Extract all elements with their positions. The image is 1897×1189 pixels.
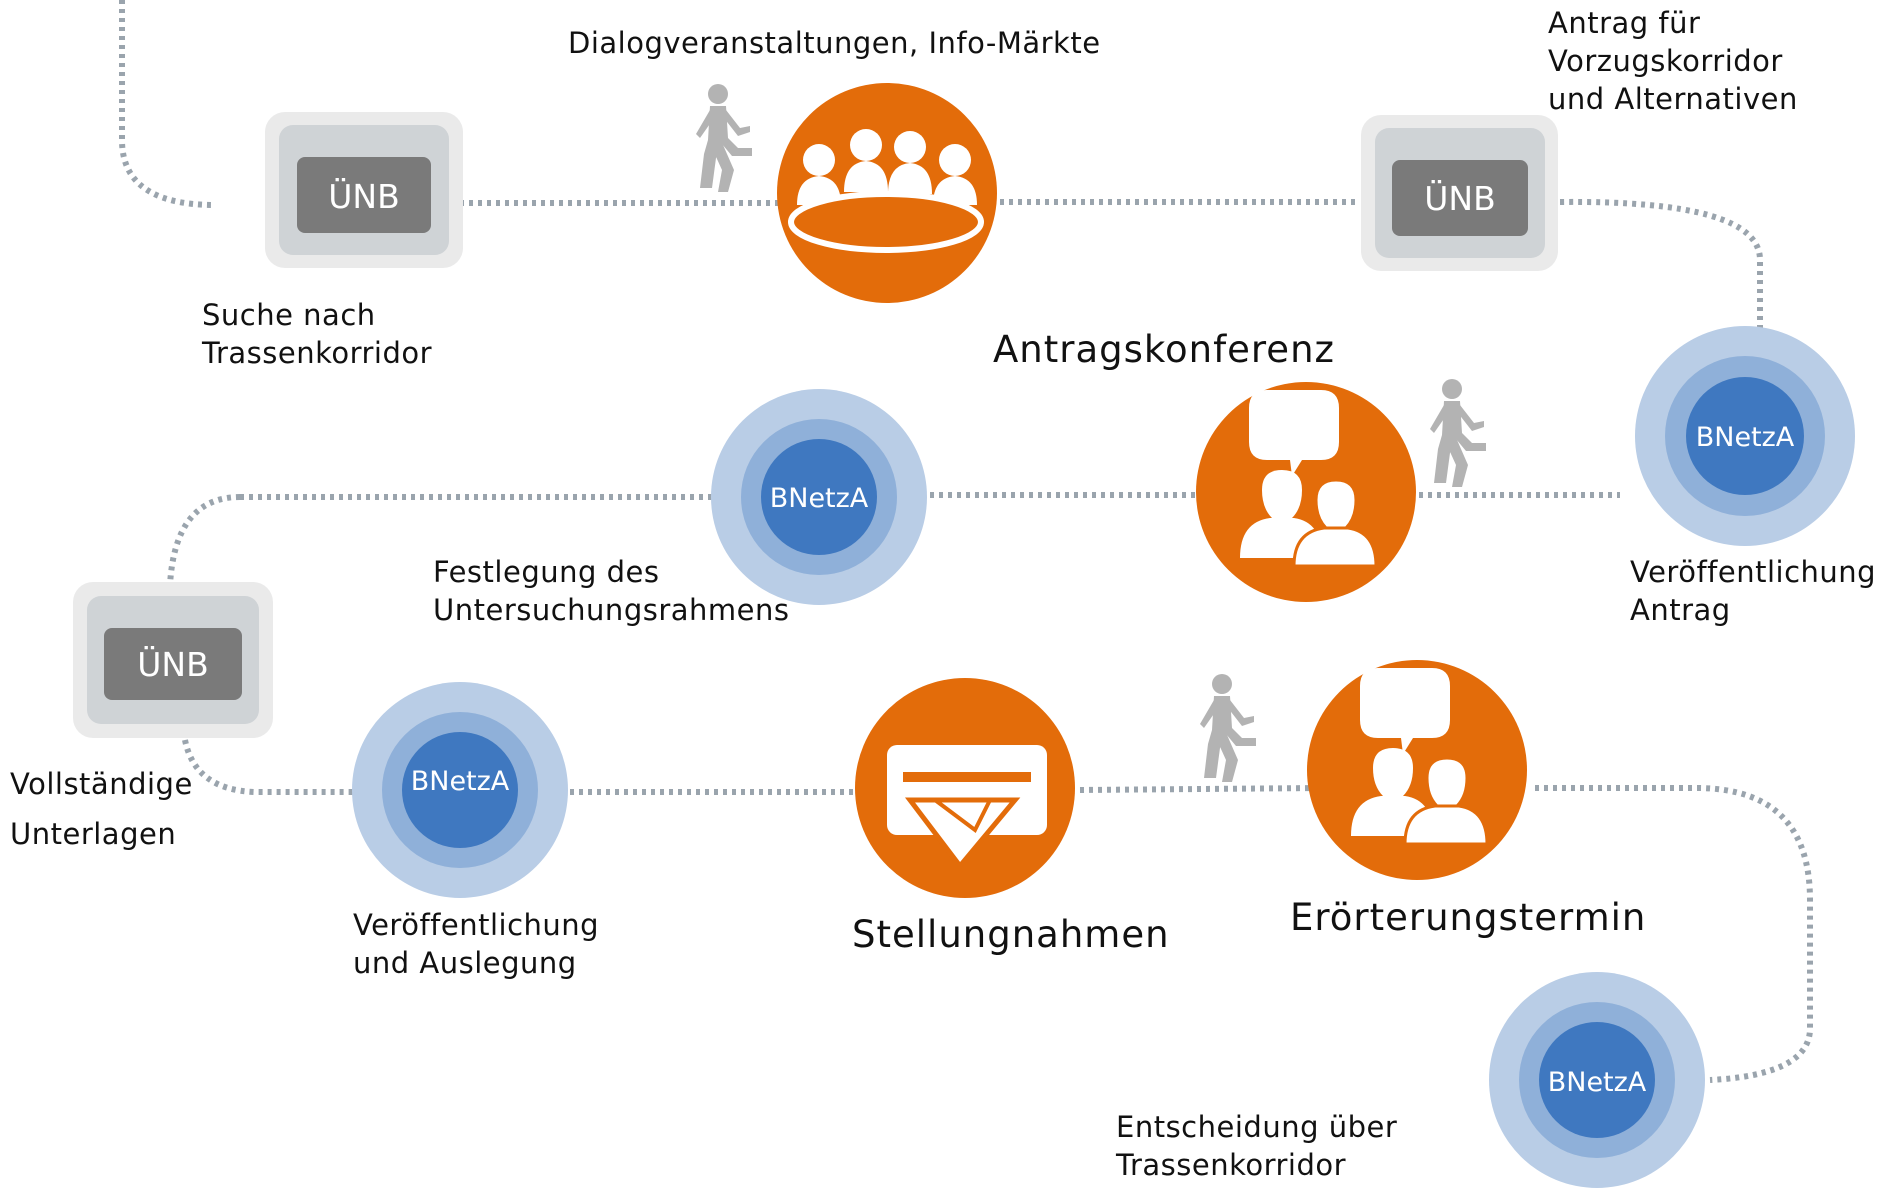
vollstaendige-label-line2: Unterlagen [10,817,177,851]
meeting-table-icon [777,83,997,303]
veroeffentlichung-antrag-line1: Veröffentlichung [1630,555,1877,589]
bnetza-node: BNetzA [352,682,568,898]
process-path [119,0,1813,1083]
uenb-label: ÜNB [328,176,399,216]
bnetza-label: BNetzA [411,766,510,797]
vollstaendige-label-line1: Vollständige [10,767,193,801]
discussion-icon [1196,382,1416,602]
bnetza-label: BNetzA [770,483,869,514]
path-segment [1535,785,1813,1083]
bnetza-node: BNetzA [1635,326,1855,546]
bnetza-node: BNetzA [1489,972,1705,1188]
entscheidung-label-line2: Trassenkorridor [1116,1148,1347,1182]
suche-label-line1: Suche nach [202,298,376,332]
dialog-label: Dialogveranstaltungen, Info-Märkte [568,26,1101,60]
path-segment [167,494,241,586]
veroeffentlichung-auslegung-line2: und Auslegung [353,946,577,980]
bnetza-node: BNetzA [711,389,927,605]
antrag-label-line3: und Alternativen [1548,82,1798,116]
antragskonferenz-title: Antragskonferenz [993,328,1335,371]
path-segment [182,739,360,795]
bnetza-label: BNetzA [1696,422,1795,453]
discussion-icon [1307,660,1527,880]
entscheidung-label-line1: Entscheidung über [1116,1110,1398,1144]
uenb-node: ÜNB [265,112,463,268]
antrag-label-line1: Antrag für [1548,6,1701,40]
festlegung-label-line2: Untersuchungsrahmens [433,593,790,627]
walking-person-icon [1430,379,1486,487]
path-segment [1079,785,1321,793]
antrag-label-line2: Vorzugskorridor [1548,44,1783,78]
uenb-node: ÜNB [1361,115,1558,271]
bnetza-label: BNetzA [1548,1067,1647,1098]
walking-person-icon [696,84,752,192]
uenb-label: ÜNB [1424,178,1495,218]
letter-envelope-icon [855,678,1075,898]
eroerterungstermin-title: Erörterungstermin [1290,896,1647,939]
veroeffentlichung-auslegung-line1: Veröffentlichung [353,908,600,942]
uenb-node: ÜNB [73,582,273,738]
stellungnahmen-title: Stellungnahmen [852,913,1170,956]
veroeffentlichung-antrag-line2: Antrag [1630,593,1731,627]
suche-label-line2: Trassenkorridor [202,336,433,370]
walking-person-icon [1200,674,1256,782]
festlegung-label-line1: Festlegung des [433,555,660,589]
uenb-label: ÜNB [137,644,208,684]
path-segment-start [119,0,216,208]
